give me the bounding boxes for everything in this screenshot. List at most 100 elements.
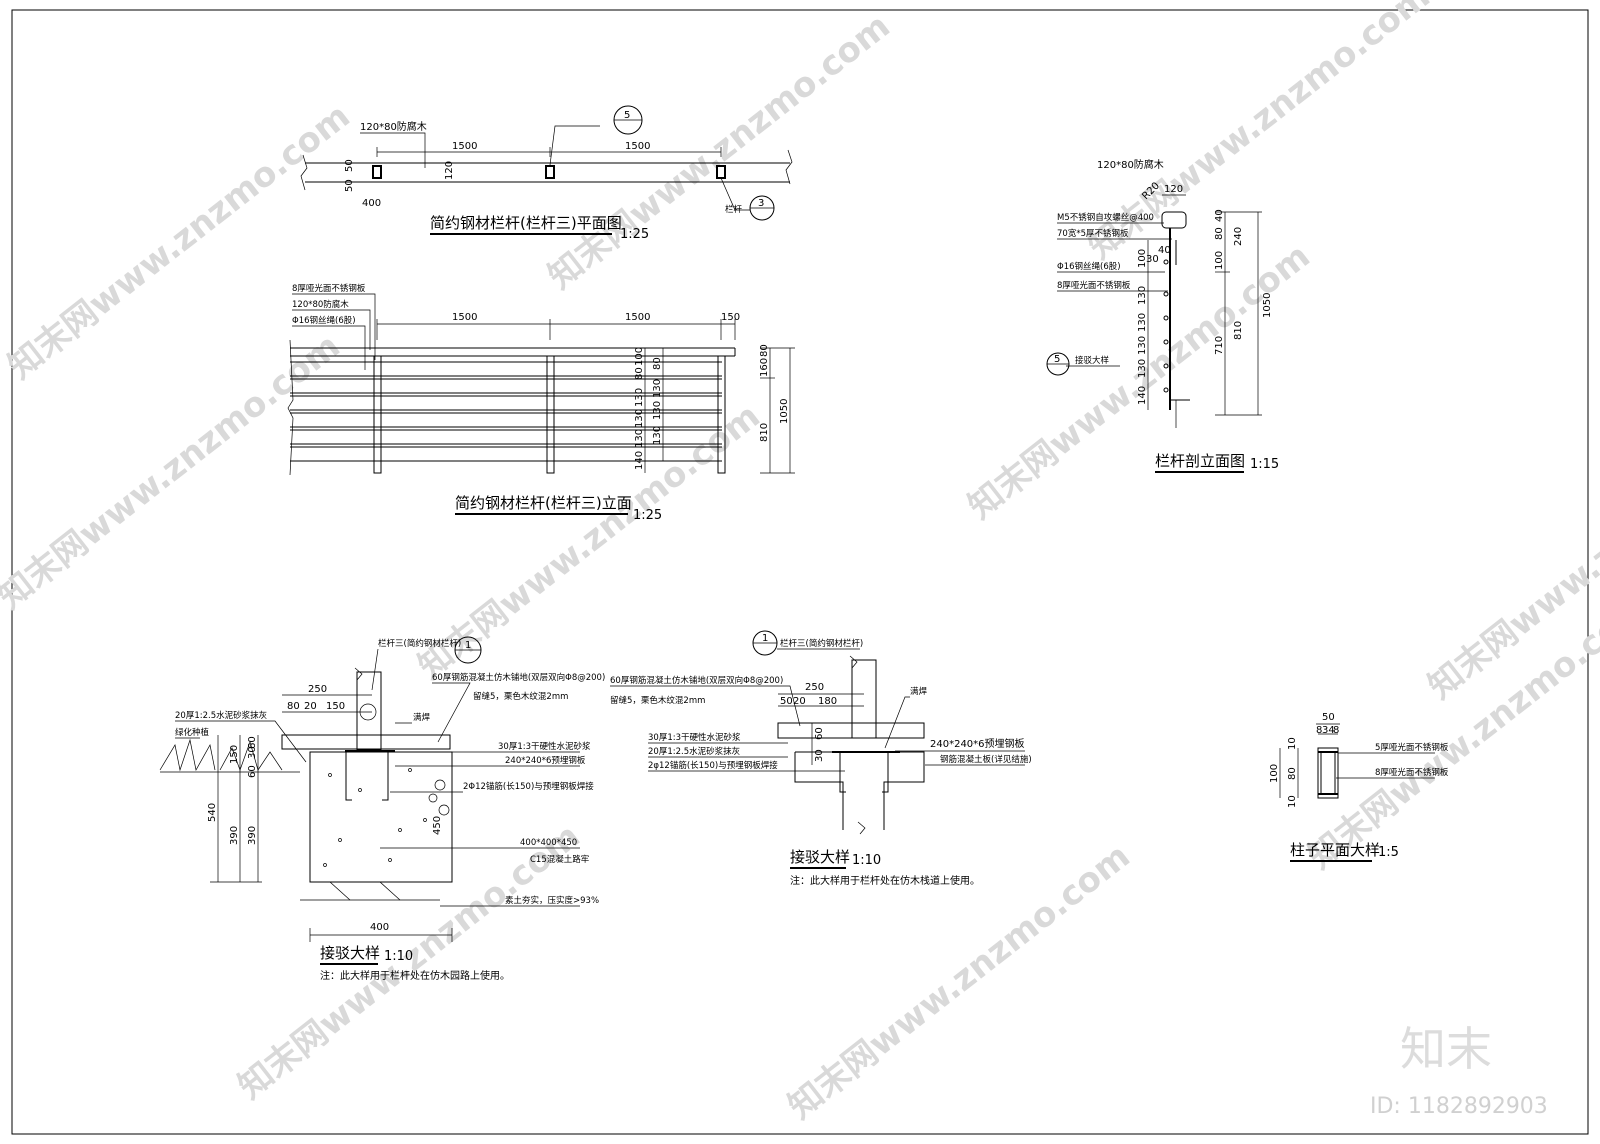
section-dim: 40 (1214, 209, 1225, 222)
elev-dim: 160 (759, 358, 770, 377)
plan-view: 1500 1500 50 50 120 400 120*80防腐木 5 3 栏杆… (300, 105, 793, 242)
elev-dim: 130 (634, 388, 645, 407)
section-label: M5不锈钢自攻螺丝@400 (1057, 212, 1154, 223)
detail2-label: 满焊 (910, 686, 928, 697)
post-plan-detail: 50 8 34 8 10 100 80 10 5厚哑光面不锈钢板 8厚哑光面不锈… (1269, 712, 1449, 862)
elev-dim: 1500 (625, 312, 650, 323)
elev-dim: 80 (759, 344, 770, 357)
plan-dim-span: 1500 (625, 141, 650, 152)
section-dim: 80 (1214, 227, 1225, 240)
detail2-dim: 30 (814, 749, 825, 762)
detail1-label: 满焊 (413, 712, 431, 723)
elev-dim: 80 (634, 367, 645, 380)
detail1-note: 注：此大样用于栏杆处在仿木园路上使用。 (320, 969, 510, 982)
section-label: 120*80防腐木 (1097, 158, 1164, 171)
section-label: 8厚哑光面不锈钢板 (1057, 280, 1131, 291)
detail1-dim: 390 (229, 826, 240, 845)
detail2-label: 60厚钢筋混凝土仿木铺地(双层双向Φ8@200) (610, 675, 783, 686)
elevation-scale: 1:25 (633, 508, 662, 523)
plan-dim: 120 (444, 161, 455, 180)
elev-dim: 130 (634, 429, 645, 448)
post-scale: 1:5 (1378, 845, 1399, 860)
post-dim: 8 (1316, 725, 1322, 736)
detail2-label: 20厚1:2.5水泥砂浆抹灰 (648, 746, 740, 757)
detail1-label: 30厚1:3干硬性水泥砂浆 (498, 741, 591, 752)
detail2-label: 栏杆三(简约钢材栏杆) (780, 638, 863, 649)
detail1-dim: 150 (326, 701, 345, 712)
detail1-label: 栏杆三(简约钢材栏杆) (378, 638, 461, 649)
post-dim: 10 (1287, 737, 1298, 750)
plan-dim: 50 (344, 159, 355, 172)
detail1-dim: 60 (247, 765, 258, 778)
elev-label: Φ16钢丝绳(6股) (292, 315, 356, 326)
watermark-text: 知末网www.znzmo.com (1081, 0, 1438, 267)
callout-number: 5 (624, 110, 630, 121)
elev-dim: 100 (634, 347, 645, 366)
detail1-dim: 450 (432, 816, 443, 835)
detail1-label: 400*400*450 (520, 838, 577, 848)
section-dim: 140 (1137, 386, 1148, 405)
post-dim: 100 (1269, 764, 1280, 783)
watermark-id: ID: 1182892903 (1370, 1094, 1548, 1119)
section-label: 接驳大样 (1075, 355, 1110, 366)
callout-number: 3 (758, 198, 764, 209)
post-dim: 50 (1322, 712, 1335, 723)
plan-dim: 50 (344, 179, 355, 192)
plan-scale: 1:25 (620, 227, 649, 242)
section-dim: 100 (1214, 251, 1225, 270)
elevation-title: 简约钢材栏杆(栏杆三)立面 (455, 494, 632, 512)
post-label: 8厚哑光面不锈钢板 (1375, 767, 1449, 778)
section-dim: 40 (1158, 245, 1171, 256)
detail1-label: 留缝5，栗色木纹混2mm (473, 691, 568, 702)
sheet-border (11, 9, 1589, 1135)
section-dim: 130 (1137, 336, 1148, 355)
plan-dim: 400 (362, 198, 381, 209)
detail1-dim: 20 (304, 701, 317, 712)
post-label: 5厚哑光面不锈钢板 (1375, 742, 1449, 753)
section-dim: 1050 (1262, 293, 1273, 318)
elev-label: 8厚哑光面不锈钢板 (292, 283, 366, 294)
section-label: Φ16钢丝绳(6股) (1057, 261, 1121, 272)
detail2-label: 钢筋混凝土板(详见结施) (940, 754, 1032, 765)
elev-dim: 80 (652, 357, 663, 370)
elev-dim: 130 (652, 379, 663, 398)
elev-dim: 1050 (779, 399, 790, 424)
elev-dim: 140 (634, 451, 645, 470)
detail2-dim: 250 (805, 682, 824, 693)
post-title: 柱子平面大样 (1290, 841, 1380, 859)
section-dim: 120 (1164, 184, 1183, 195)
section-dim: 30 (1146, 254, 1159, 265)
watermark-text: 知末网www.znzmo.com (1301, 586, 1600, 877)
plan-title: 简约钢材栏杆(栏杆三)平面图 (430, 214, 622, 232)
watermark-text: 知末网www.znzmo.com (541, 6, 898, 297)
detail1-dim: 250 (308, 684, 327, 695)
detail1-title: 接驳大样 (320, 944, 380, 962)
detail1-label: 60厚钢筋混凝土仿木铺地(双层双向Φ8@200) (432, 672, 605, 683)
detail2-label: 30厚1:3干硬性水泥砂浆 (648, 732, 741, 743)
detail1-dim: 60 (247, 736, 258, 749)
detail2-title: 接驳大样 (790, 848, 850, 866)
elev-label: 120*80防腐木 (292, 299, 349, 310)
detail2-dim: 60 (814, 727, 825, 740)
detail2-dim: 20 (793, 696, 806, 707)
section-dim: 810 (1233, 321, 1244, 340)
elev-dim: 130 (634, 409, 645, 428)
section-dim: 130 (1137, 313, 1148, 332)
section-label: 70宽*5厚不锈钢板 (1057, 228, 1129, 239)
post-dim: 80 (1287, 767, 1298, 780)
detail1-dim: 80 (287, 701, 300, 712)
section-dim: 100 (1137, 249, 1148, 268)
detail2-note: 注：此大样用于栏杆处在仿木栈道上使用。 (790, 874, 980, 887)
plan-dim-span: 1500 (452, 141, 477, 152)
detail2-label: 2φ12锚筋(长150)与预埋钢板焊接 (648, 760, 778, 771)
watermark-text: 知末网www.znzmo.com (961, 236, 1318, 527)
section-dim: 130 (1137, 286, 1148, 305)
section-title: 栏杆剖立面图 (1155, 452, 1245, 470)
section-dim: 710 (1214, 336, 1225, 355)
detail1-dim: 150 (229, 745, 240, 764)
elev-dim: 130 (652, 401, 663, 420)
detail1-dim: 400 (370, 922, 389, 933)
callout-number: 1 (762, 633, 768, 644)
detail1-dim: 390 (247, 826, 258, 845)
